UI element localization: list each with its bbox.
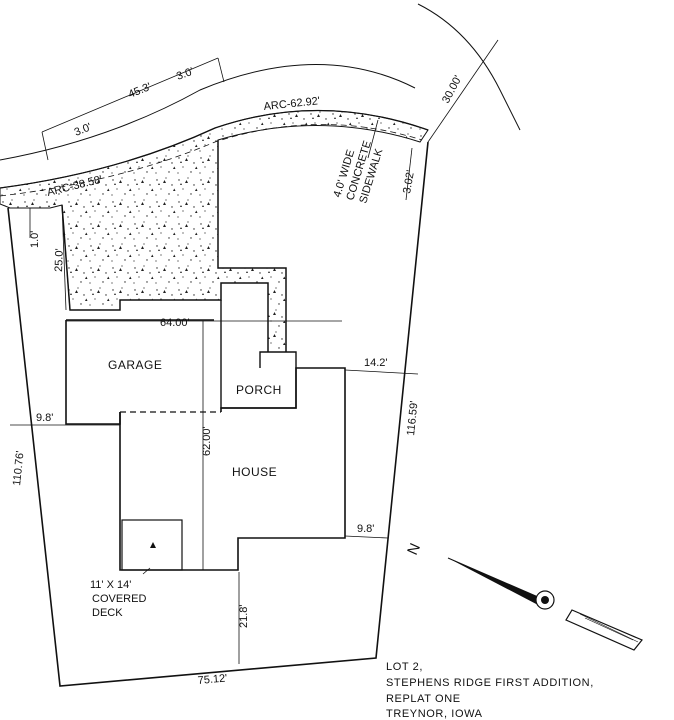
dim-3-02: 3.02': [401, 169, 417, 194]
deck-leader: [142, 567, 151, 575]
dim-116-59: 116.59': [405, 400, 421, 436]
north-label: N: [404, 541, 424, 558]
deck-label-line2: COVERED: [92, 593, 146, 605]
dim-14-2: 14.2': [364, 357, 388, 369]
porch-outline: [220, 300, 297, 409]
dim-25-0: 25.0': [53, 248, 66, 272]
title-line4: TREYNOR, IOWA: [386, 708, 483, 720]
covered-deck: [121, 519, 183, 571]
dim-64-00: 64.00': [160, 317, 190, 329]
dim-62-00: 62.00': [201, 426, 213, 456]
dim-9-8-left: 9.8': [36, 412, 53, 424]
driveway-edge-inner: [61, 204, 269, 352]
dim-3-0-top: 3.0': [175, 66, 195, 83]
dim-110-76: 110.76': [11, 450, 27, 486]
north-arrow: [447, 557, 643, 651]
dim-3-0-left: 3.0': [73, 121, 94, 139]
garage-label: GARAGE: [108, 358, 162, 372]
title-line2: STEPHENS RIDGE FIRST ADDITION,: [386, 677, 594, 689]
title-line1: LOT 2,: [386, 661, 423, 673]
porch-label: PORCH: [236, 383, 282, 397]
house-label: HOUSE: [232, 465, 277, 479]
property-arc-line: [0, 109, 429, 189]
dim-30-00: 30.00': [440, 74, 465, 106]
lot-boundary: [7, 141, 429, 687]
street-curve-outer: [0, 64, 416, 161]
adjacent-curve: [417, 3, 521, 131]
dim-9-8-right: 9.8': [357, 523, 374, 535]
garage-outline: [65, 320, 121, 425]
deck-marker: [150, 542, 156, 548]
deck-label-line1: 11' X 14': [90, 579, 131, 591]
dim-1-0: 1.0': [29, 231, 41, 248]
dim-75-12: 75.12': [197, 672, 228, 687]
dim-arc-62-92: ARC-62.92': [263, 95, 320, 113]
title-line3: REPLAT ONE: [386, 693, 461, 705]
dim-21-8: 21.8': [238, 604, 250, 628]
deck-label-line3: DECK: [92, 607, 123, 619]
dim-45-3: 45.3': [127, 81, 153, 101]
dimension-lines: [8, 39, 499, 664]
sidewalk-inner-edge: [0, 124, 423, 197]
driveway-edge: [217, 140, 287, 352]
